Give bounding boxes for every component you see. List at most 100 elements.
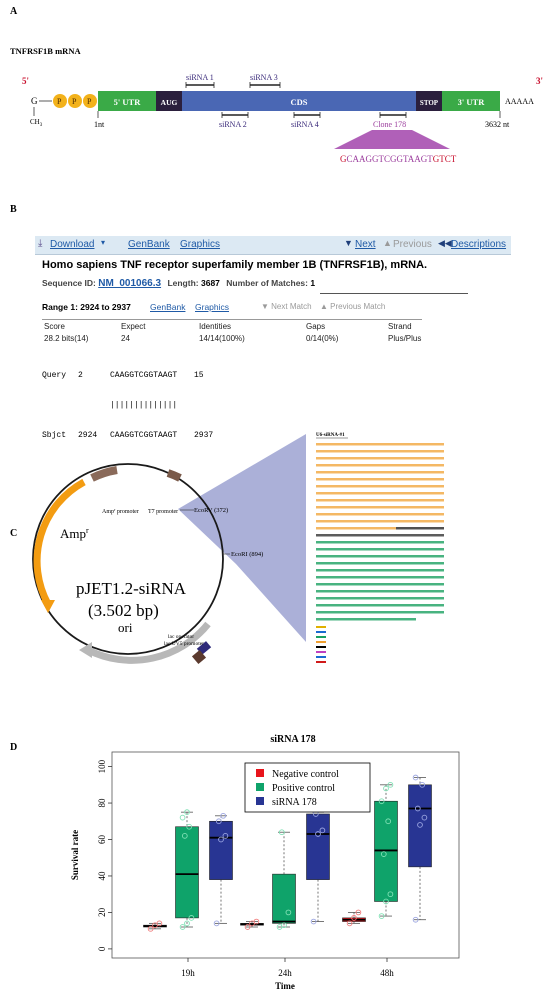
range-label: Range 1: 2924 to 2937 xyxy=(42,302,131,312)
data-point xyxy=(285,909,292,916)
insert-sequence-lines xyxy=(316,443,444,663)
box-iqr xyxy=(272,873,296,924)
data-point xyxy=(385,818,392,825)
data-point xyxy=(414,805,421,812)
next-match-link: ▼ Next Match xyxy=(261,302,312,311)
divider xyxy=(320,293,468,294)
data-point xyxy=(351,915,357,921)
download-link[interactable]: Download xyxy=(50,239,95,250)
range-graphics-link[interactable]: Graphics xyxy=(195,302,230,312)
utr3-segment xyxy=(442,91,500,111)
start-position: 1nt xyxy=(94,120,105,129)
box-series xyxy=(143,774,432,932)
survival-box-chart: siRNA 178 Survival rate Time 02040608010… xyxy=(70,734,460,991)
data-point xyxy=(244,924,251,930)
graphics-link[interactable]: Graphics xyxy=(180,239,221,250)
phosphate-icon xyxy=(68,94,82,108)
insert-expansion xyxy=(178,434,306,642)
y-tick-label: 100 xyxy=(97,759,107,773)
download-icon: ⤓ xyxy=(38,238,43,249)
descriptions-arrow-icon[interactable]: ◀◀ xyxy=(438,238,452,248)
data-point xyxy=(378,798,385,805)
mrna-diagram: 5' 3' G CH3 P P P 5' UTR AUG CDS STOP 3'… xyxy=(22,73,543,164)
svg-text:CDS: CDS xyxy=(290,97,307,107)
chart-legend: Negative control Positive control siRNA … xyxy=(244,762,371,813)
sequence-id-link[interactable]: NM_001066.3 xyxy=(98,278,162,289)
insert-title: U6-siRNA-#1 xyxy=(316,433,345,438)
panel-label-c: C xyxy=(10,528,18,539)
three-prime-label: 3' xyxy=(536,76,543,86)
chart-title: siRNA 178 xyxy=(270,734,315,745)
data-point xyxy=(380,851,387,857)
data-point xyxy=(179,924,186,930)
y-tick-label: 20 xyxy=(97,907,107,917)
next-link[interactable]: Next xyxy=(355,239,376,250)
clone-sequence: GCAAGGTCGGTAAGTGTCT xyxy=(340,154,457,164)
data-point xyxy=(184,920,190,927)
y-tick-label: 40 xyxy=(97,871,107,881)
data-point xyxy=(417,822,423,828)
phosphate-icon xyxy=(53,94,67,108)
data-point xyxy=(253,918,260,925)
data-point xyxy=(222,833,229,839)
plasmid-size: (3.502 bp) xyxy=(88,601,159,620)
t7-promoter-segment xyxy=(166,469,182,482)
data-point xyxy=(346,920,353,927)
legend-swatch-negative xyxy=(256,769,264,777)
plot-frame xyxy=(111,751,460,959)
previous-arrow-icon: ▲ xyxy=(383,238,392,248)
x-tick-label: 48h xyxy=(380,968,394,978)
lac-operator-label: lac operator xyxy=(168,634,194,640)
sirna-4-label: siRNA 4 xyxy=(291,120,319,129)
data-point xyxy=(387,891,394,898)
utr5-segment xyxy=(98,91,156,111)
data-point xyxy=(383,898,389,905)
amp-label: Ampr xyxy=(60,526,89,541)
plasmid-backbone xyxy=(32,463,224,655)
next-arrow-icon[interactable]: ▼ xyxy=(344,238,353,248)
genbank-link[interactable]: GenBank xyxy=(128,239,170,250)
table-top-border xyxy=(42,319,422,320)
data-point xyxy=(278,829,285,836)
data-point xyxy=(188,915,195,921)
ecorv-label: EcoRV (372) xyxy=(194,507,228,514)
sirna-1-label: siRNA 1 xyxy=(186,73,214,82)
box-iqr xyxy=(306,813,330,880)
descriptions-link[interactable]: Descriptions xyxy=(451,239,507,250)
svg-text:P: P xyxy=(87,97,92,106)
amp-arrow-icon xyxy=(41,600,55,613)
range-genbank-link[interactable]: GenBank xyxy=(150,302,186,312)
ori-arc xyxy=(86,621,211,664)
cap-ch3: CH3 xyxy=(30,118,43,128)
plasmid-map: pJET1.2-siRNA (3.502 bp) Ampr ori Ampr p… xyxy=(32,433,444,665)
plasmid-name: pJET1.2-siRNA xyxy=(76,579,187,598)
data-point xyxy=(378,913,385,919)
cap-g: G xyxy=(31,96,38,106)
data-point xyxy=(419,781,426,788)
clone-expansion xyxy=(334,130,450,149)
t7-promoter-label: T7 promoter xyxy=(148,509,178,515)
stop-segment xyxy=(416,91,442,111)
amp-resistance-arc xyxy=(33,478,86,606)
data-point xyxy=(218,836,224,843)
data-point xyxy=(220,812,227,819)
ori-arrow-icon xyxy=(79,642,92,658)
data-point xyxy=(156,920,163,927)
box-iqr xyxy=(175,826,199,919)
y-tick-label: 60 xyxy=(97,835,107,845)
box-iqr xyxy=(408,784,432,868)
end-position: 3632 nt xyxy=(485,120,510,129)
lac-uv5-label: lac UV5 promoter xyxy=(164,641,204,647)
chevron-down-icon[interactable]: ▾ xyxy=(101,238,106,247)
data-point xyxy=(186,823,193,830)
clone-178-label: Clone 178 xyxy=(373,120,406,129)
data-point xyxy=(412,774,419,781)
data-point xyxy=(383,785,389,792)
phosphate-icon xyxy=(83,94,97,108)
blast-toolbar: ⤓ Download ▾ GenBank Graphics ▼ Next ▲ P… xyxy=(35,236,511,255)
svg-text:STOP: STOP xyxy=(420,99,439,107)
svg-text:5' UTR: 5' UTR xyxy=(114,97,142,107)
